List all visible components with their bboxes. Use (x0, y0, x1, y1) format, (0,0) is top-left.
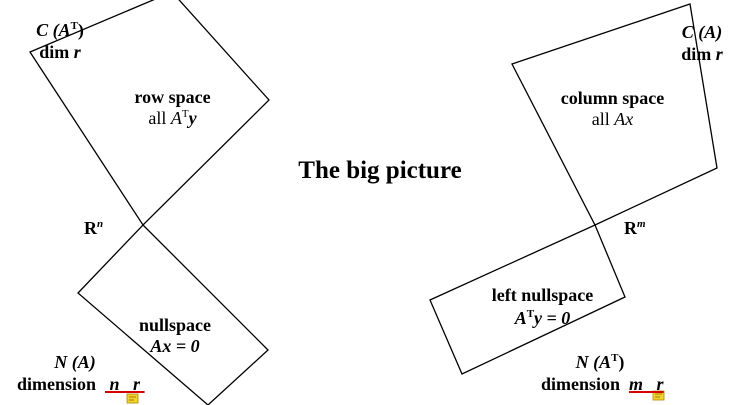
domain-space-rn: Rn (84, 218, 104, 238)
nullspace-expr: Ax = 0 (150, 336, 200, 356)
nullspace-dim: dimension n r (17, 374, 141, 394)
note-icon[interactable] (126, 393, 139, 404)
row-space-expr: all ATy (148, 108, 197, 128)
row-space-name: row space (134, 87, 211, 107)
left-nullspace-expr: ATy = 0 (514, 308, 571, 328)
left-nullspace-label: N (AT) (575, 352, 625, 372)
column-space-dim: dim r (681, 44, 723, 64)
column-space-label: C (A) (681, 22, 723, 42)
column-space-name: column space (560, 88, 665, 108)
row-space-square (29, 0, 270, 227)
row-space-label: C (AT) (36, 20, 84, 40)
row-space-dim: dim r (39, 42, 81, 62)
note-icon[interactable] (652, 390, 665, 401)
left-nullspace-square (429, 224, 626, 375)
codomain-space-rm: Rm (624, 218, 646, 238)
nullspace-square (77, 224, 269, 405)
left-nullspace-dim: dimension m r (541, 374, 664, 394)
left-nullspace-name: left nullspace (491, 285, 594, 305)
nullspace-label: N (A) (54, 352, 96, 372)
column-space-square (511, 3, 718, 226)
diagram-title: The big picture (298, 157, 462, 184)
nullspace-name: nullspace (138, 315, 212, 335)
column-space-expr: all Ax (591, 109, 634, 129)
